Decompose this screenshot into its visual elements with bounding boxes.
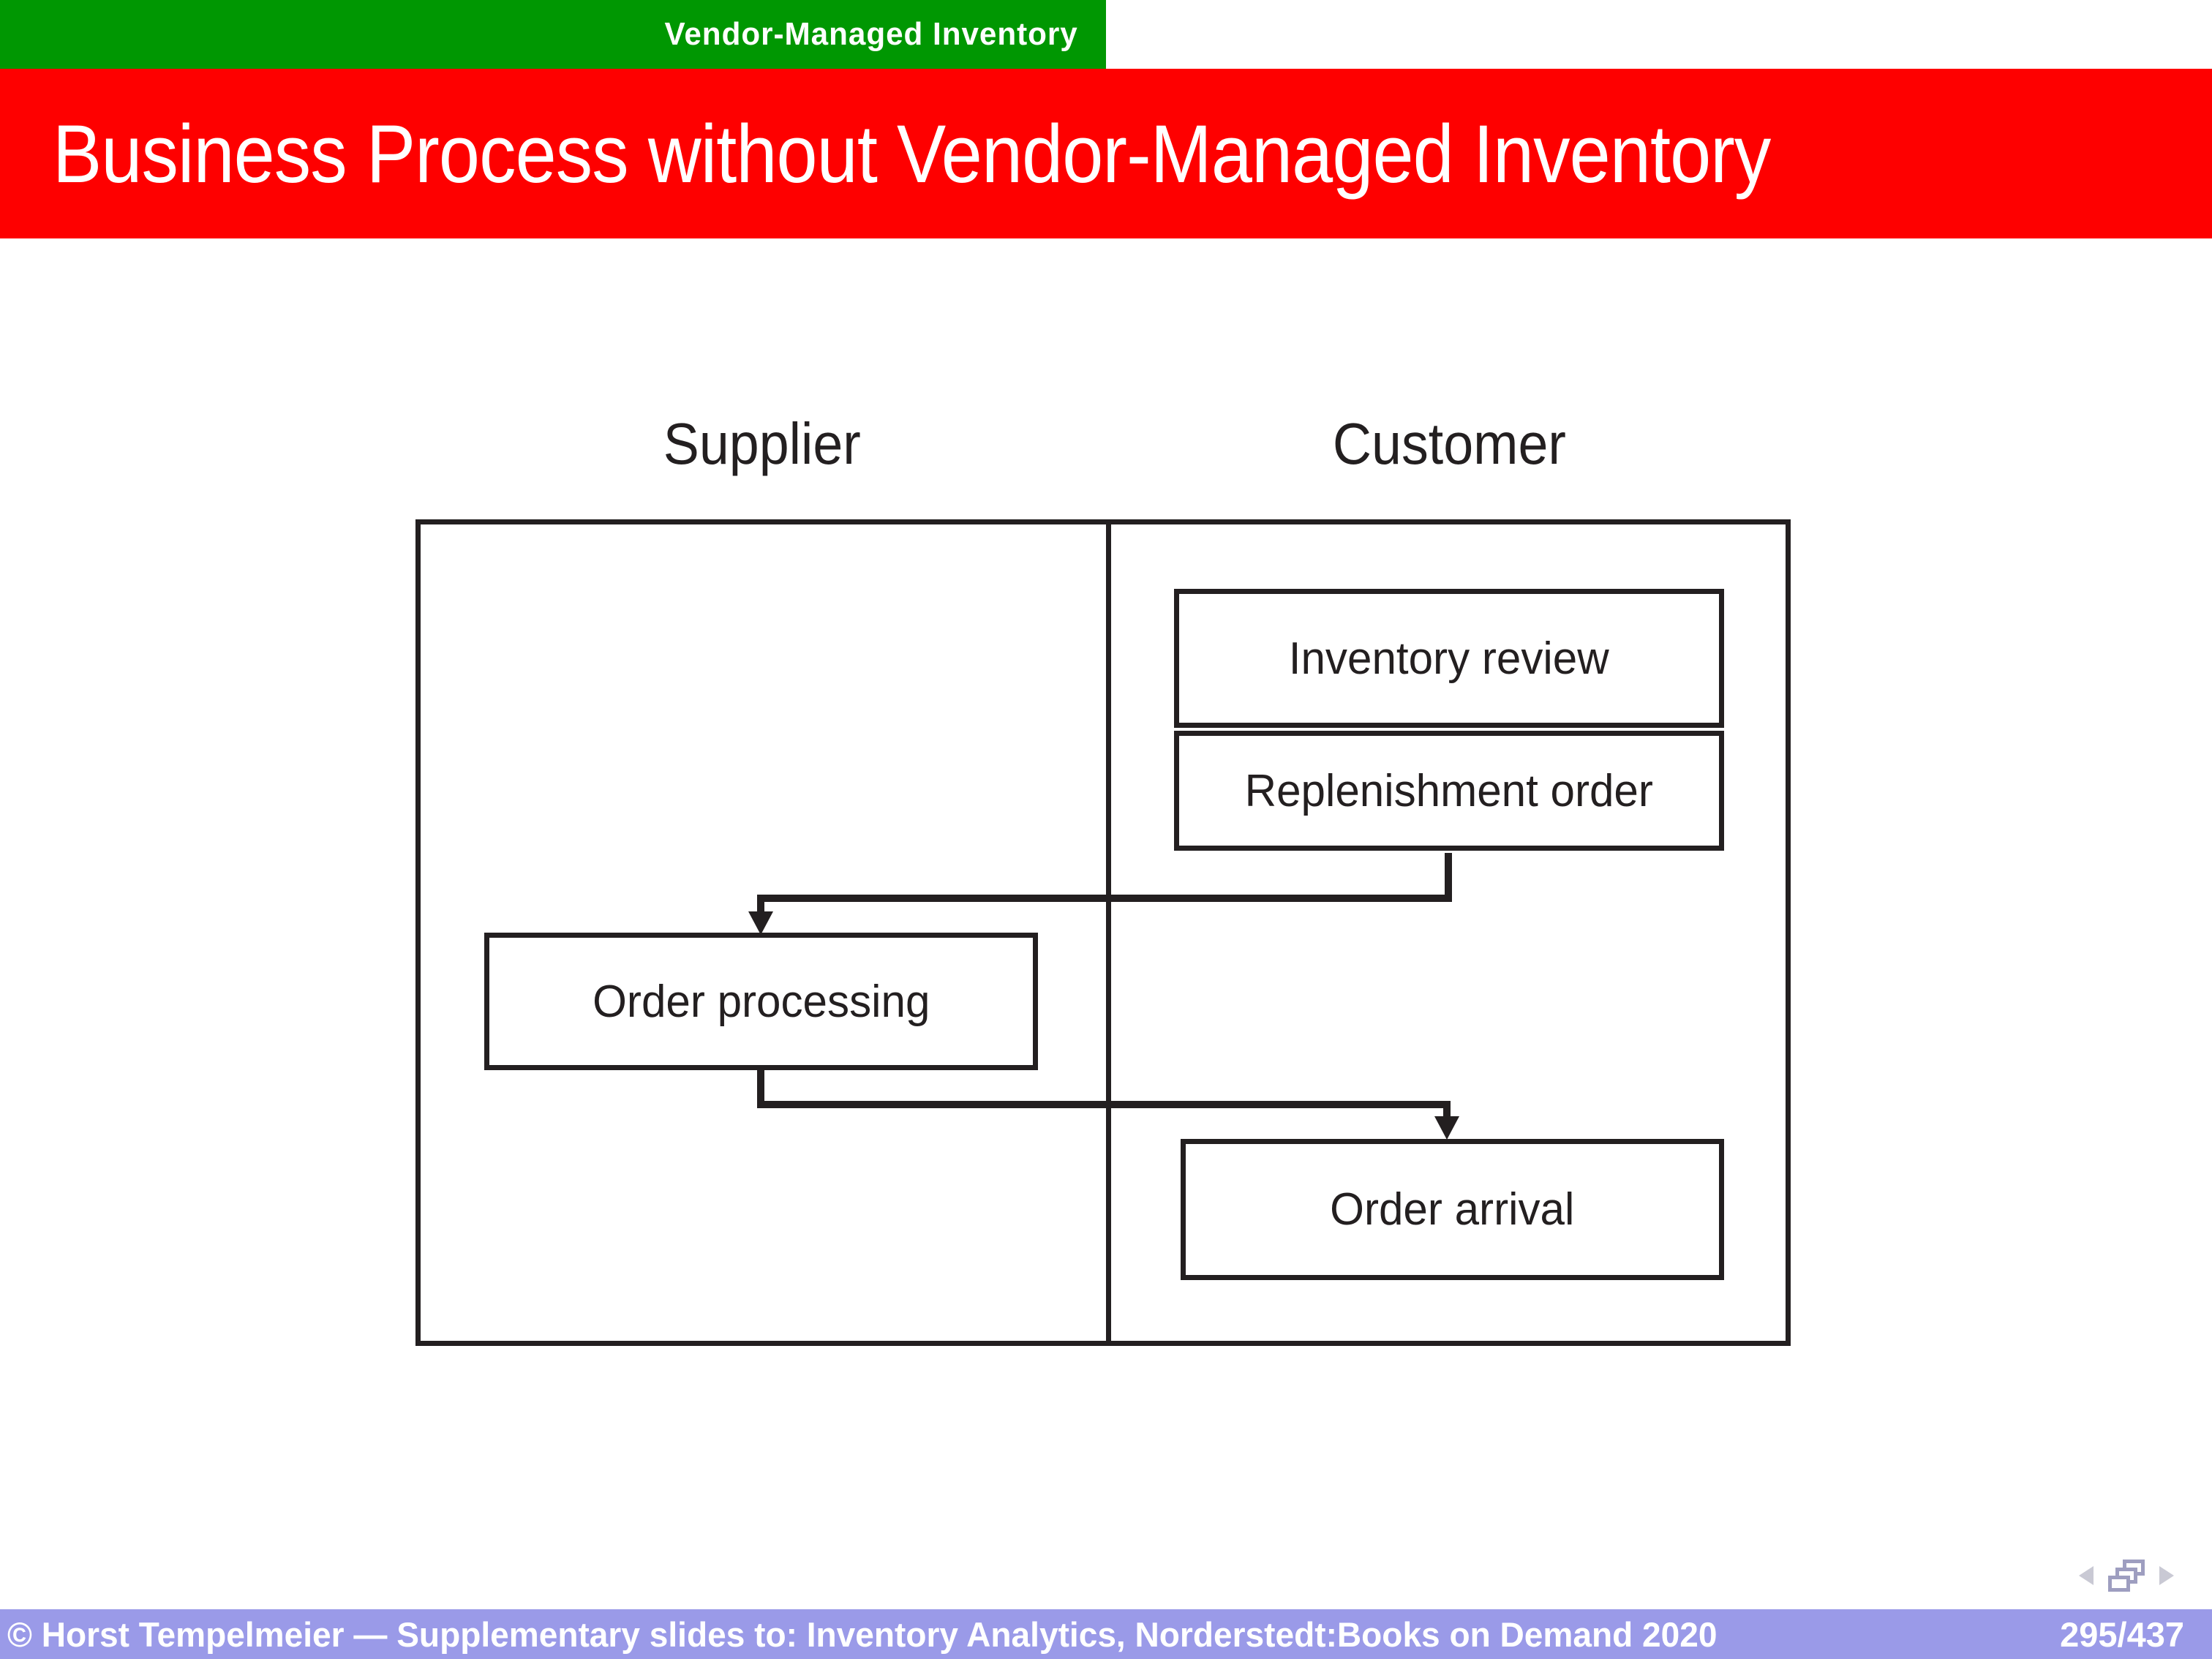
order-processing-label: Order processing [592, 976, 930, 1027]
customer-label: Customer [1332, 411, 1567, 476]
navigation-symbols [2079, 1557, 2174, 1595]
supplier-label: Supplier [663, 411, 861, 476]
swimlane-frame [415, 519, 1791, 1346]
copyright-text: © Horst Tempelmeier — Supplementary slid… [7, 1614, 1718, 1654]
frames-icon[interactable] [2108, 1560, 2145, 1592]
footer-bar: © Horst Tempelmeier — Supplementary slid… [0, 1609, 2212, 1659]
inventory-review-label: Inventory review [1289, 633, 1609, 684]
box-order-arrival: Order arrival [1181, 1139, 1724, 1280]
box-order-processing: Order processing [484, 933, 1038, 1070]
box-inventory-review: Inventory review [1174, 589, 1724, 728]
frame-front [2108, 1576, 2130, 1592]
order-arrival-label: Order arrival [1330, 1184, 1575, 1235]
replenishment-order-label: Replenishment order [1244, 765, 1654, 816]
section-label: Vendor-Managed Inventory [664, 16, 1078, 52]
swimlane-divider [1106, 519, 1111, 1346]
box-replenishment-order: Replenishment order [1174, 731, 1724, 851]
title-bar: Business Process without Vendor-Managed … [0, 69, 2212, 238]
page-number: 295/437 [2060, 1614, 2184, 1654]
column-header-customer: Customer [1108, 407, 1791, 481]
section-header-bar: Vendor-Managed Inventory [0, 0, 1106, 69]
prev-arrow-icon[interactable] [2079, 1566, 2094, 1585]
slide-title: Business Process without Vendor-Managed … [53, 108, 1771, 200]
next-arrow-icon[interactable] [2159, 1566, 2174, 1585]
column-header-supplier: Supplier [415, 407, 1108, 481]
